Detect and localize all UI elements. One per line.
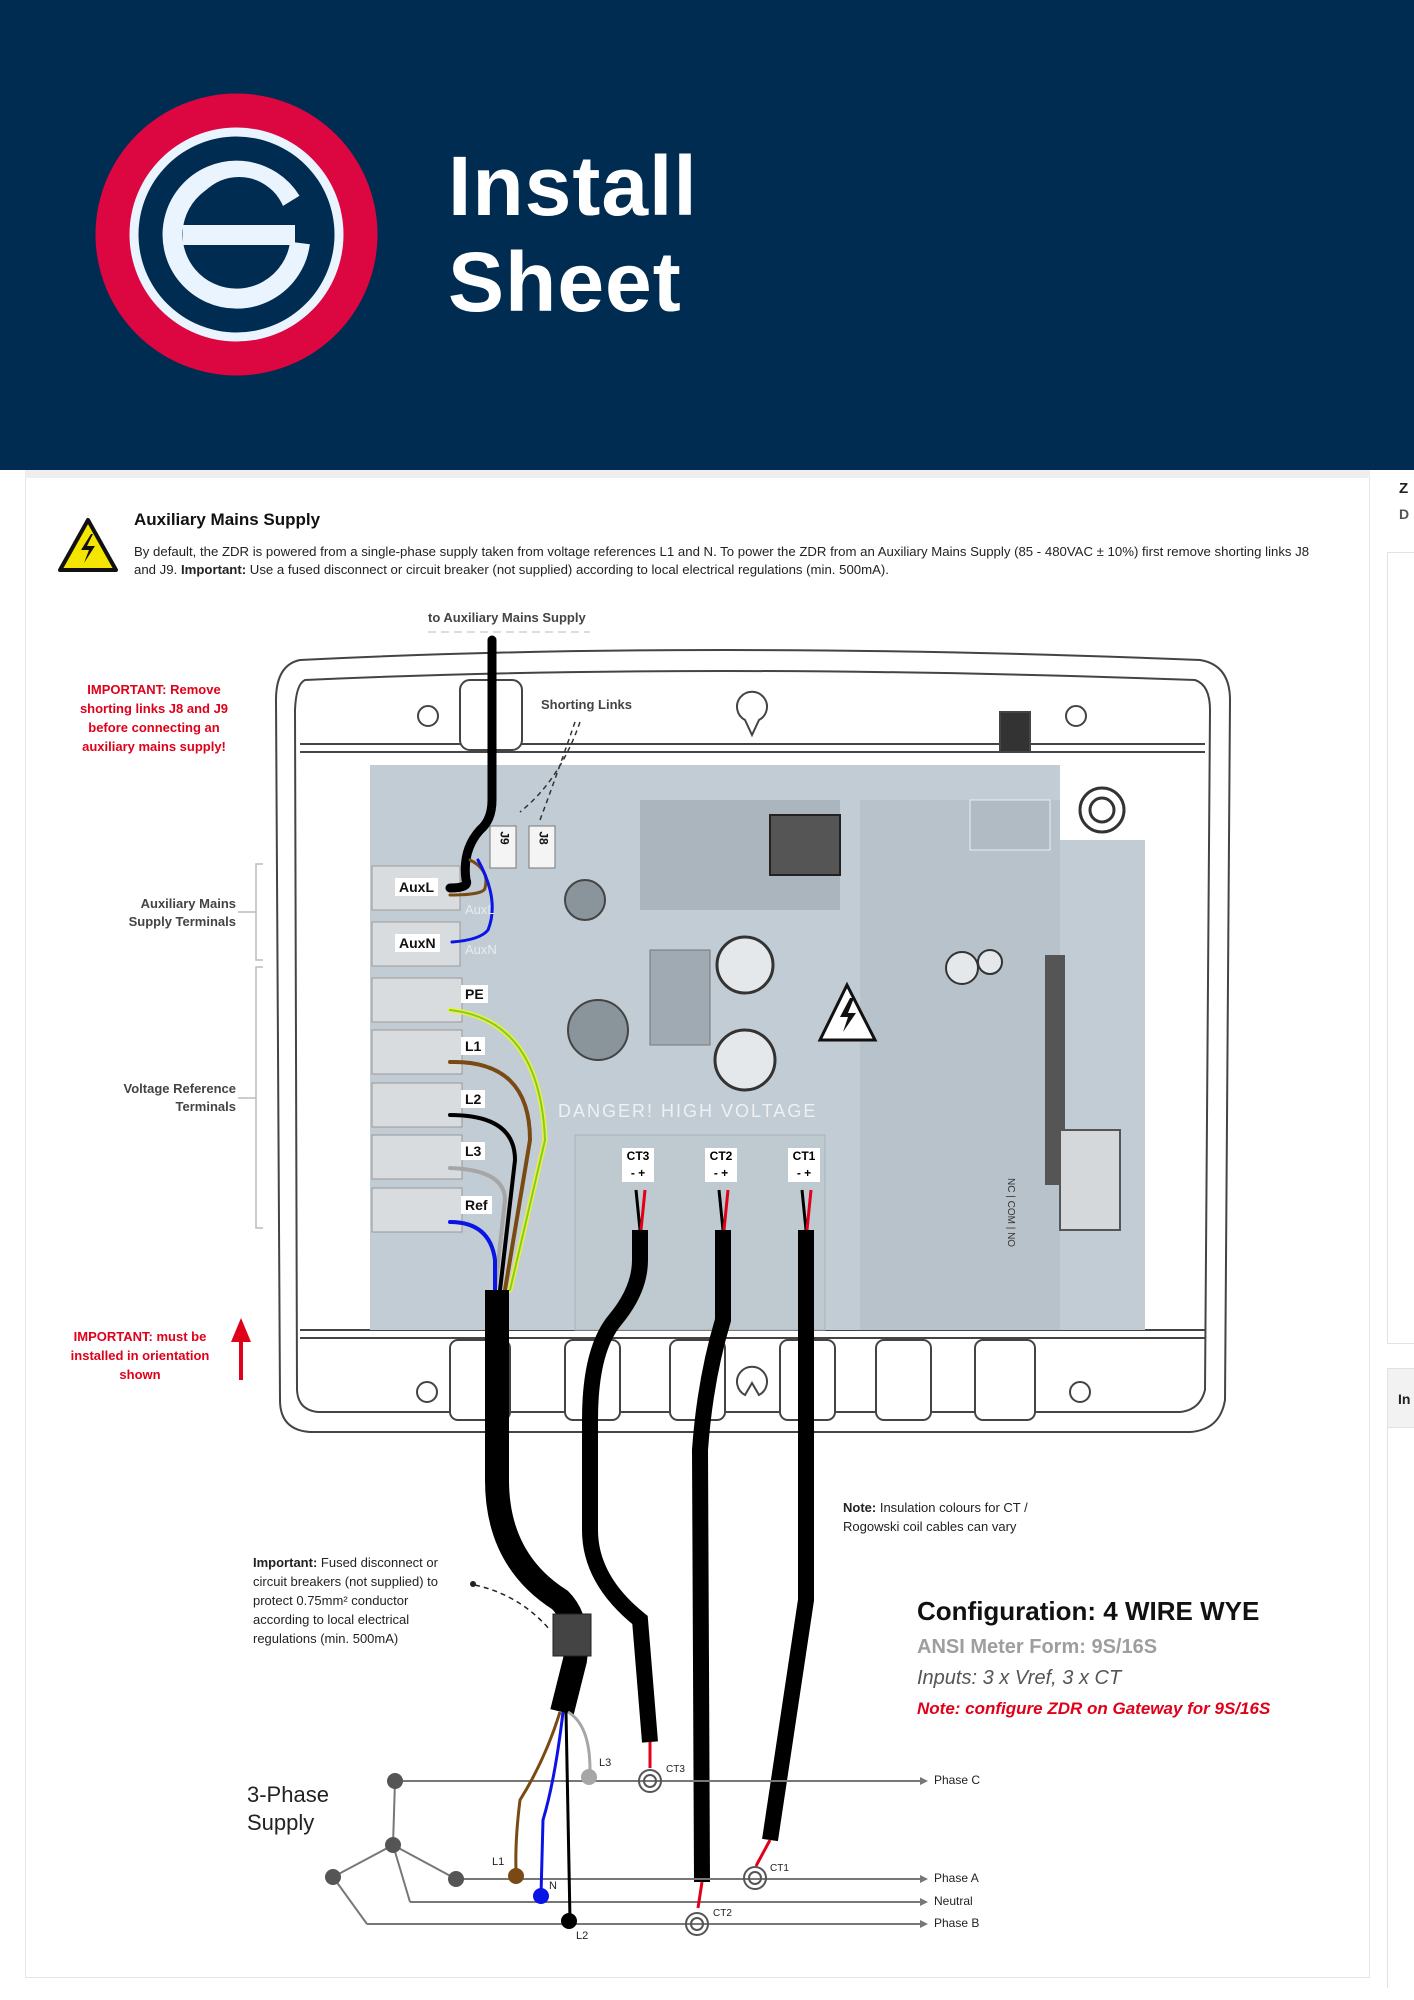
ct-label-ct2: CT2	[713, 1908, 732, 1919]
ct2-pins: - +	[713, 1166, 729, 1180]
wire-label-l2: L2	[576, 1930, 589, 1942]
side-panel-subtitle: D	[1399, 506, 1410, 522]
three-phase-supply-label: 3-Phase Supply	[247, 1782, 329, 1835]
brand-logo-icon	[95, 93, 378, 376]
terminal-auxn: AuxN	[395, 934, 440, 952]
aux-supply-title: Auxiliary Mains Supply	[134, 510, 321, 529]
phase-b-label: Phase B	[934, 1916, 980, 1930]
aux-body-text: By default, the ZDR is powered from a si…	[134, 544, 1310, 577]
side-panel-tab-label: In	[1398, 1391, 1411, 1407]
insulation-note: Note: Insulation colours for CT / Rogows…	[843, 1498, 1033, 1536]
l3-node	[581, 1769, 597, 1785]
ct3-connector: CT3 - +	[622, 1148, 654, 1182]
header-banner: Install Sheet	[0, 0, 1414, 470]
terminal-l1: L1	[461, 1037, 486, 1055]
ansi-meter-form: ANSI Meter Form: 9S/16S	[917, 1636, 1158, 1658]
fuse-note-bold: Important:	[253, 1555, 318, 1570]
terminal-blocks	[371, 865, 463, 1233]
side-panel: Z D In	[1385, 470, 1414, 2000]
terminal-auxl: AuxL	[395, 878, 438, 896]
three-phase-schematic	[332, 1780, 920, 1925]
side-panel-tab[interactable]: In	[1387, 1368, 1414, 1428]
to-aux-supply-label: to Auxiliary Mains Supply	[428, 610, 586, 625]
shorting-links-label: Shorting Links	[541, 697, 632, 712]
n-node	[533, 1888, 549, 1904]
aux-supply-description: By default, the ZDR is powered from a si…	[134, 543, 1314, 579]
ct-leads	[634, 1189, 813, 1231]
page-title: Install Sheet	[448, 138, 698, 330]
ct2-connector: CT2 - +	[705, 1148, 737, 1182]
ct2-connector-label: CT2	[709, 1149, 733, 1163]
ct-label-ct1: CT1	[770, 1863, 789, 1874]
config-inputs: Inputs: 3 x Vref, 3 x CT	[917, 1667, 1122, 1689]
phase-a-label: Phase A	[934, 1871, 979, 1885]
aux-terminals-label: Auxiliary Mains Supply Terminals	[128, 896, 236, 929]
supply-leads	[514, 1710, 592, 1921]
internal-wires	[445, 635, 548, 1293]
ct1-connector: CT1 - +	[788, 1148, 820, 1182]
terminal-l2: L2	[461, 1090, 486, 1108]
orientation-warning: IMPORTANT: must be installed in orientat…	[70, 1329, 210, 1382]
side-panel-box	[1387, 552, 1414, 1344]
l2-node	[561, 1913, 577, 1929]
side-panel-title: Z	[1399, 480, 1409, 497]
phase-arrows	[920, 1777, 928, 1928]
ct3-pins: - +	[630, 1166, 646, 1180]
terminal-ref: Ref	[461, 1196, 492, 1214]
link-j9: J9	[497, 831, 512, 845]
configuration-title: Configuration: 4 WIRE WYE	[917, 1596, 1260, 1626]
fuse-note-text: Fused disconnect or circuit breakers (no…	[253, 1555, 438, 1646]
shorting-links-pointer	[519, 721, 581, 821]
terminal-pe: PE	[461, 985, 488, 1003]
insulation-note-text: Insulation colours for CT / Rogowski coi…	[843, 1500, 1028, 1534]
remove-links-warning: IMPORTANT: Remove shorting links J8 and …	[79, 682, 229, 754]
aux-body-text-2: Use a fused disconnect or circuit breake…	[246, 562, 889, 577]
link-j8: J8	[536, 831, 551, 845]
high-voltage-warning-icon	[58, 518, 118, 572]
relay-label: NC | COM | NO	[1005, 1178, 1016, 1248]
ct3-connector-label: CT3	[626, 1149, 650, 1163]
side-panel-content	[1387, 1428, 1414, 1988]
neutral-label: Neutral	[934, 1894, 973, 1908]
insulation-note-bold: Note:	[843, 1500, 877, 1515]
terminal-brackets	[238, 863, 263, 1229]
vref-terminals-label: Voltage Reference Terminals	[123, 1081, 236, 1114]
panel-top-strip	[25, 470, 1370, 478]
wire-label-l1: L1	[492, 1856, 505, 1868]
wiring-diagram	[231, 631, 1232, 1936]
ct1-pins: - +	[796, 1166, 812, 1180]
pcb-board	[370, 765, 1145, 1331]
ct-clamps	[638, 1742, 772, 1936]
fuse-note: Important: Fused disconnect or circuit b…	[253, 1553, 463, 1648]
silk-auxl: AuxL	[465, 902, 495, 917]
silk-auxn: AuxN	[465, 942, 497, 957]
terminal-l3: L3	[461, 1142, 486, 1160]
l1-node	[508, 1868, 524, 1884]
shorting-links	[489, 825, 556, 869]
wire-label-n: N	[549, 1880, 557, 1892]
title-line-2: Sheet	[448, 235, 682, 329]
ct1-connector-label: CT1	[792, 1149, 816, 1163]
phase-c-label: Phase C	[934, 1773, 981, 1787]
title-line-1: Install	[448, 139, 698, 233]
ct-label-ct3: CT3	[666, 1764, 685, 1775]
config-gateway-note: Note: configure ZDR on Gateway for 9S/16…	[917, 1699, 1271, 1718]
danger-high-voltage-silk: DANGER! HIGH VOLTAGE	[558, 1101, 818, 1121]
aux-body-important: Important:	[180, 562, 247, 577]
orientation-arrow-icon	[231, 1318, 251, 1380]
fuse-holder	[552, 1613, 592, 1657]
fuse-pointer	[474, 1584, 551, 1631]
wire-label-l3: L3	[599, 1757, 612, 1769]
supply-nodes	[325, 1773, 464, 1887]
